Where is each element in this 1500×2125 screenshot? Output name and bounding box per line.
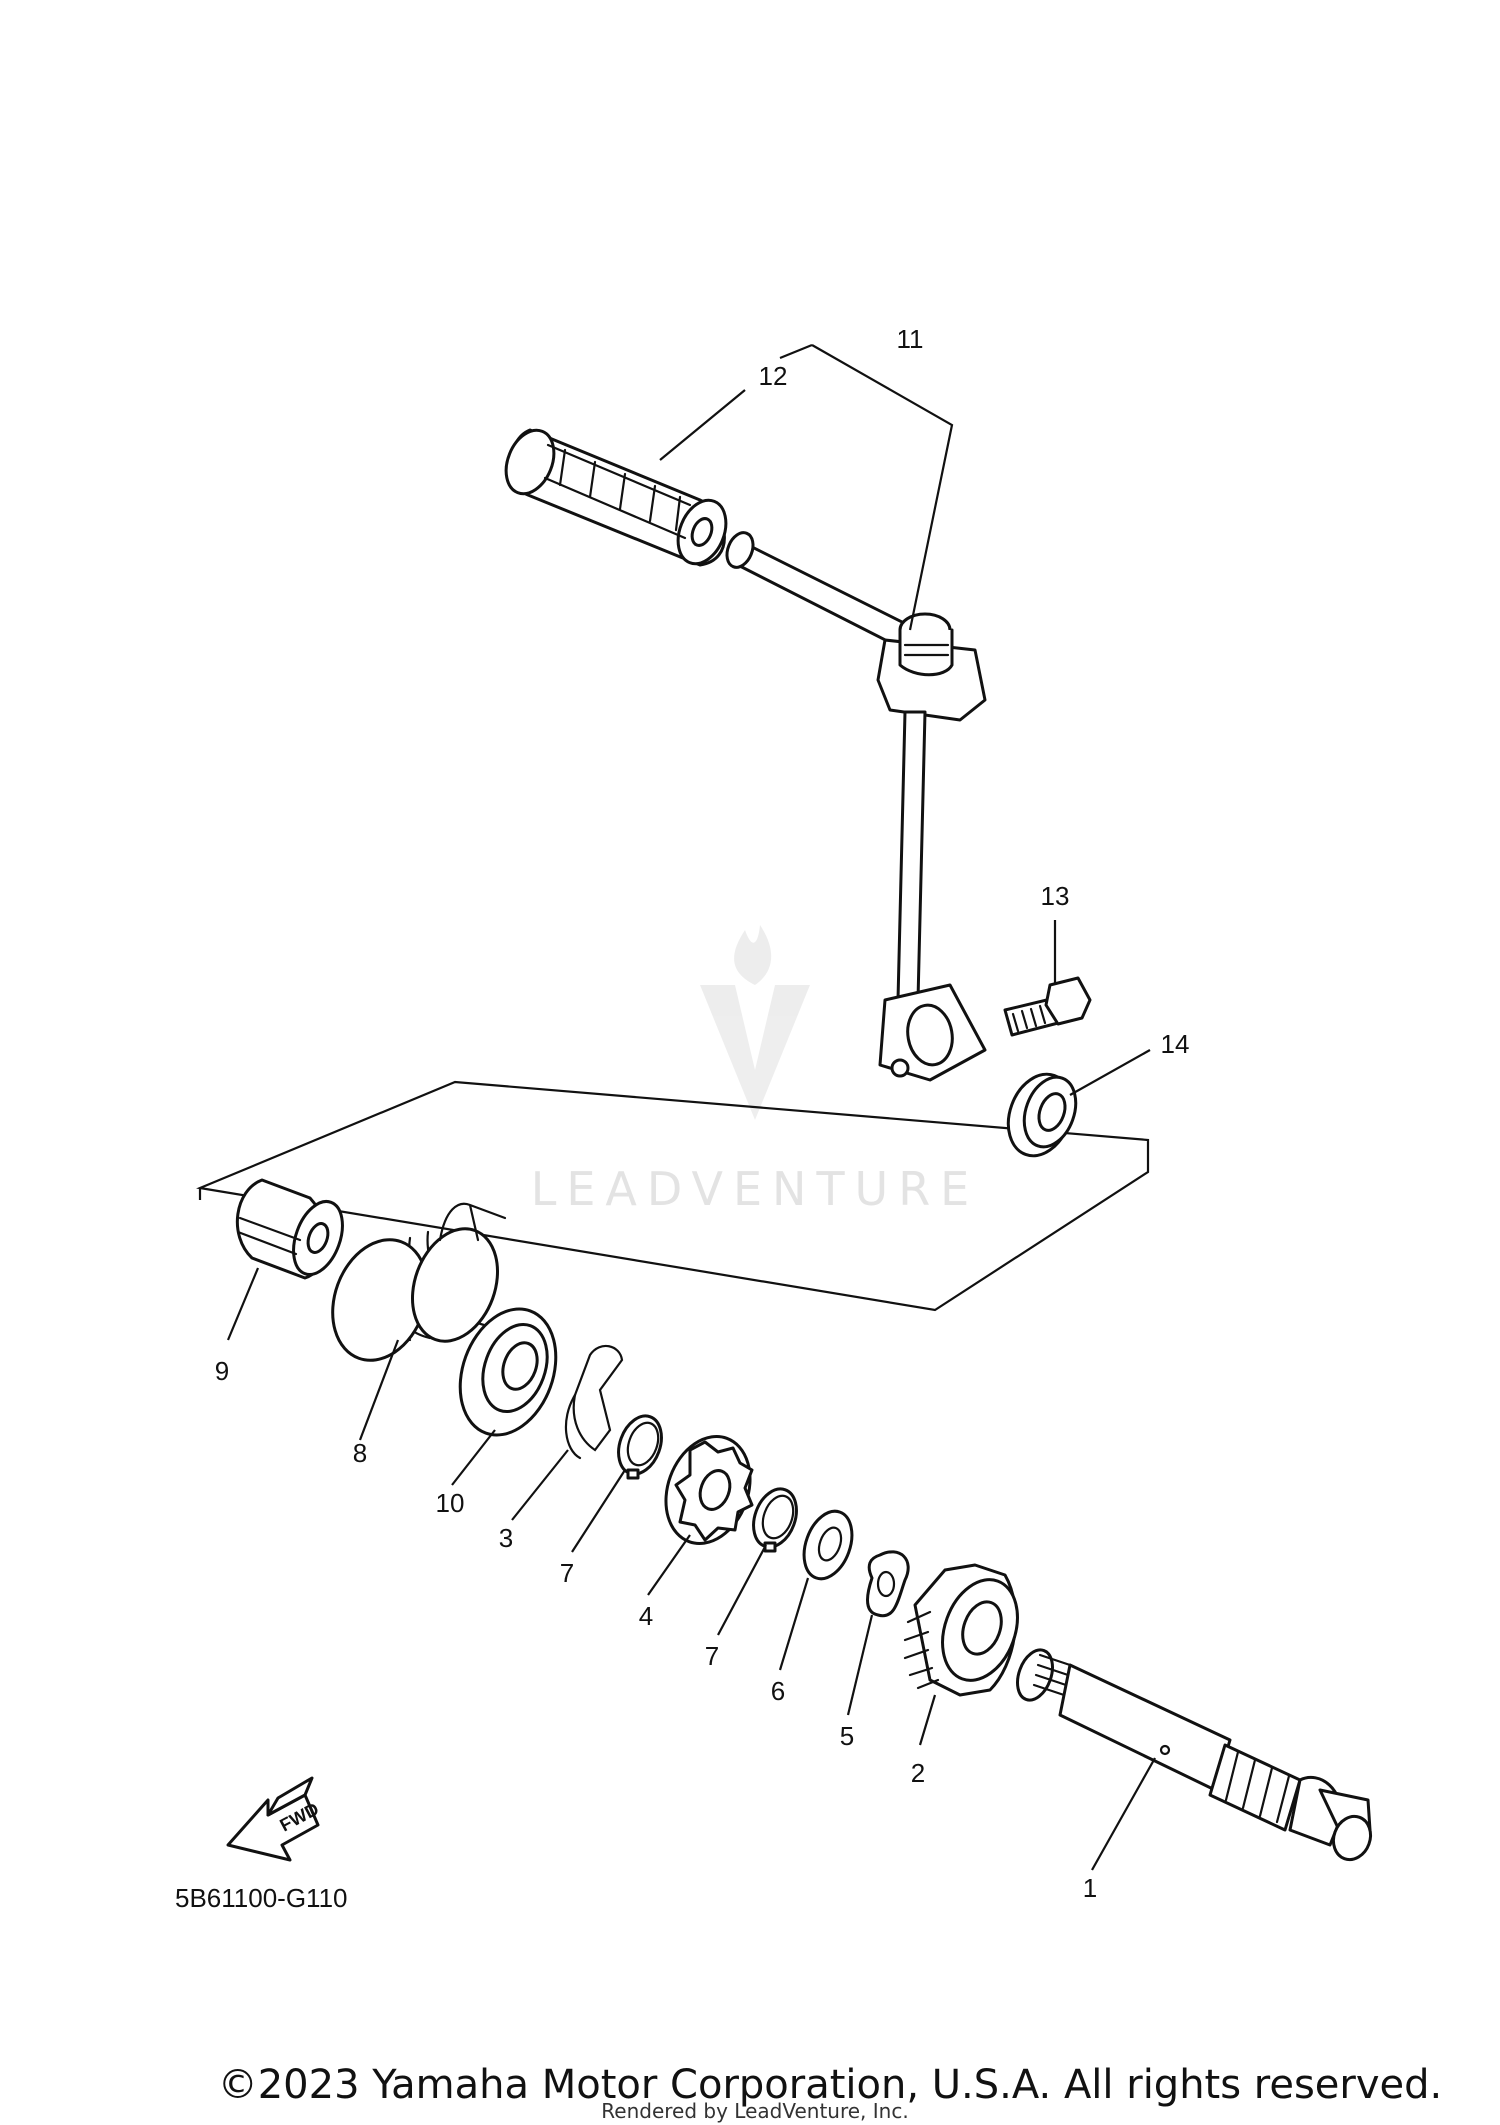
callout-8[interactable]: 8 bbox=[353, 1438, 367, 1468]
collar-part[interactable] bbox=[235, 1178, 351, 1281]
oil-seal-part[interactable] bbox=[997, 1065, 1084, 1164]
copyright-text: ©2023 Yamaha Motor Corporation, U.S.A. A… bbox=[218, 2062, 1443, 2108]
fwd-arrow-icon: FWD bbox=[226, 1776, 322, 1862]
kick-clip-part[interactable] bbox=[564, 1344, 624, 1460]
leadventure-watermark-logo bbox=[700, 925, 810, 1120]
callout-11[interactable]: 11 bbox=[897, 324, 924, 354]
washer-part[interactable] bbox=[795, 1505, 860, 1586]
circlip-part-a[interactable] bbox=[611, 1410, 669, 1480]
diagram-code: 5B61100-G110 bbox=[175, 1883, 348, 1913]
callout-12[interactable]: 12 bbox=[759, 361, 788, 391]
leader-lines bbox=[226, 343, 1156, 1871]
callout-5[interactable]: 5 bbox=[840, 1721, 854, 1751]
callout-13[interactable]: 13 bbox=[1041, 881, 1070, 911]
rendered-by-text: Rendered by LeadVenture, Inc. bbox=[601, 2099, 908, 2123]
kick-grip-part[interactable] bbox=[497, 423, 735, 571]
callout-9[interactable]: 9 bbox=[215, 1356, 229, 1386]
kick-crank-part[interactable] bbox=[722, 529, 987, 1082]
kick-axle-part[interactable] bbox=[1011, 1645, 1376, 1865]
kick-gear-part[interactable] bbox=[903, 1563, 1031, 1697]
callout-2[interactable]: 2 bbox=[911, 1758, 925, 1788]
callout-1[interactable]: 1 bbox=[1083, 1873, 1097, 1903]
spring-washer-part[interactable] bbox=[866, 1550, 910, 1618]
callout-14[interactable]: 14 bbox=[1161, 1029, 1190, 1059]
ratchet-wheel-part[interactable] bbox=[652, 1425, 765, 1556]
callout-6[interactable]: 6 bbox=[771, 1676, 785, 1706]
torsion-spring-part[interactable] bbox=[317, 1202, 513, 1374]
callout-7a[interactable]: 7 bbox=[560, 1558, 574, 1588]
callout-3[interactable]: 3 bbox=[499, 1523, 513, 1553]
circlip-part-b[interactable] bbox=[746, 1483, 804, 1553]
watermark-text: LEADVENTURE bbox=[531, 1162, 980, 1216]
assembly-group-outline bbox=[196, 1080, 1150, 1312]
callout-7b[interactable]: 7 bbox=[705, 1641, 719, 1671]
callout-10[interactable]: 10 bbox=[436, 1488, 465, 1518]
crank-bolt-part[interactable] bbox=[1003, 976, 1092, 1037]
callout-4[interactable]: 4 bbox=[639, 1601, 653, 1631]
spring-guide-part[interactable] bbox=[443, 1296, 572, 1449]
